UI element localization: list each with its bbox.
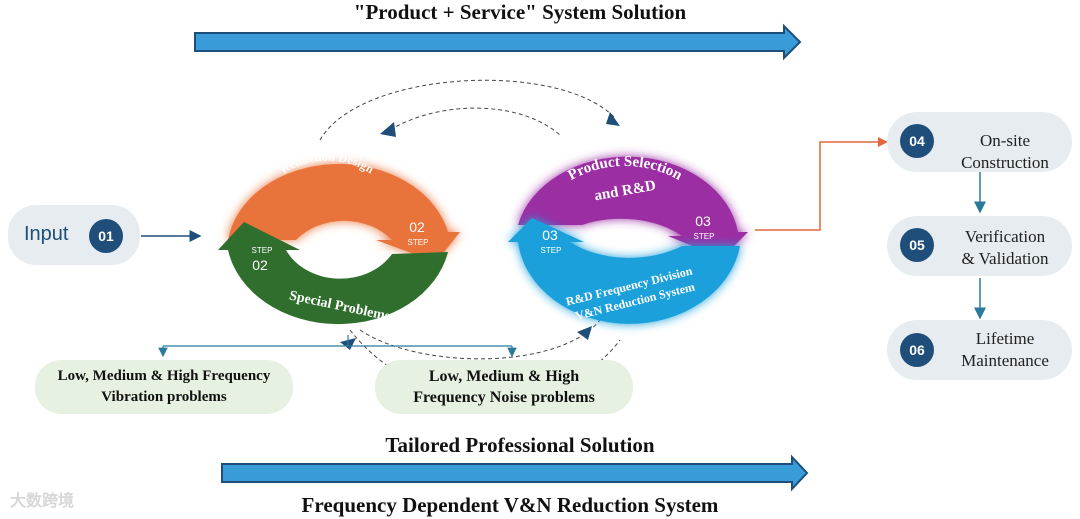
watermark-logo: 大数跨境 [10, 491, 75, 510]
step-05-line-1: Verification [964, 227, 1046, 246]
step-05-text: Verification & Validation [942, 226, 1068, 270]
middle-title: Tailored Professional Solution [385, 433, 655, 457]
problem-bracket [158, 335, 517, 358]
left-cycle-top-segment [228, 164, 460, 262]
left-cycle: System V&N Reduction Design 02 STEP STEP… [218, 137, 460, 325]
left-step-left-num: 02 [252, 257, 268, 273]
right-step-right-num: 03 [695, 213, 711, 229]
vibration-line-2: Vibration problems [101, 389, 227, 405]
right-cycle-top-segment [518, 156, 748, 258]
top-title: "Product + Service" System Solution [353, 0, 687, 24]
step-05-badge: 05 [900, 228, 934, 262]
noise-line-2: Frequency Noise problems [413, 389, 595, 406]
left-step-right-word: STEP [408, 238, 429, 247]
bottom-title: Frequency Dependent V&N Reduction System [301, 493, 719, 517]
right-cycle: Product Selection and R&D 03 STEP 03 STE… [508, 154, 748, 324]
vibration-text: Low, Medium & High Frequency Vibration p… [35, 366, 293, 408]
noise-box [375, 360, 633, 414]
dashed-loop [319, 79, 621, 400]
step-06-badge: 06 [900, 333, 934, 367]
step-06-text: Lifetime Maintenance [942, 328, 1068, 372]
left-step-left-word: STEP [252, 246, 273, 255]
dashed-arrowhead-1 [606, 112, 620, 126]
vibration-box [35, 360, 293, 414]
orange-connector [755, 141, 880, 231]
step-05-line-2: & Validation [961, 249, 1049, 268]
noise-line-1: Low, Medium & High [428, 368, 580, 385]
right-step-left-word: STEP [541, 246, 562, 255]
dashed-arrowhead-2 [380, 122, 396, 137]
right-cycle-bottom-segment [508, 218, 740, 324]
step-04-text: On-site Construction [942, 130, 1068, 174]
bottom-flow-arrow [221, 454, 809, 492]
right-step-right-word: STEP [694, 232, 715, 241]
noise-text: Low, Medium & High Frequency Noise probl… [375, 366, 633, 408]
step-06-line-2: Maintenance [961, 351, 1049, 370]
input-label: Input [24, 223, 69, 245]
step-04-line-1: On-site [979, 131, 1031, 150]
step-04-badge: 04 [900, 124, 934, 158]
input-badge: 01 [89, 219, 123, 253]
step-06-line-1: Lifetime [975, 329, 1035, 348]
left-step-right-num: 02 [409, 219, 425, 235]
right-step-left-num: 03 [542, 227, 558, 243]
left-cycle-bottom-segment [218, 222, 448, 325]
top-flow-arrow [194, 23, 802, 61]
step-04-line-2: Construction [961, 153, 1049, 172]
dashed-arrowhead-4 [577, 326, 592, 340]
vibration-line-1: Low, Medium & High Frequency [57, 368, 271, 384]
orange-connector-head [878, 137, 888, 147]
